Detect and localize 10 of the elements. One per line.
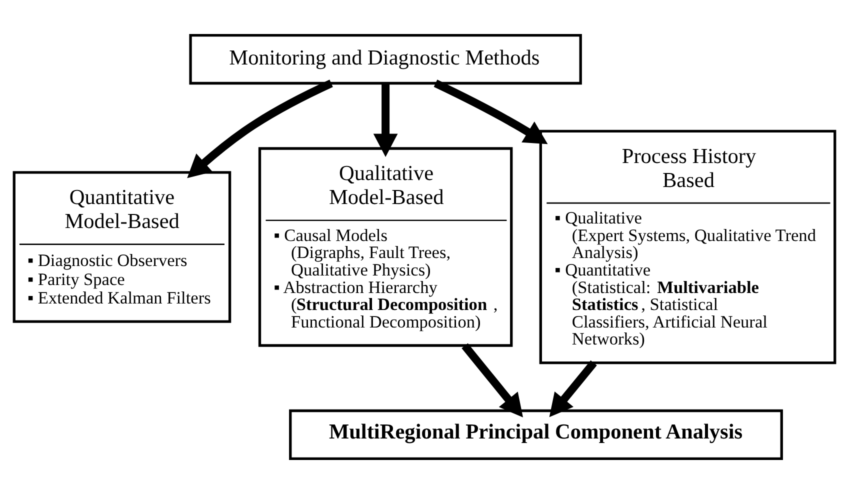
arrow bbox=[373, 83, 398, 157]
node-box: MultiRegional Principal Component Analysis bbox=[289, 409, 783, 460]
node-box: Quantitative Model-Based ▪ Diagnostic Observers ▪ Parity Space ▪ Extended Kalman Filters bbox=[12, 171, 232, 323]
node-box: Qualitative Model-Based ▪ Causal Models (Digraphs, Fault Trees, Qualitative Physics) ▪ Abstraction Hierarchy (Structural Decomposition, Functional Decomposition) bbox=[258, 147, 513, 347]
node-box: Process History Based ▪ Qualitative (Expert Systems, Qualitative Trend Analysis) ▪ Quantitative (Statistical: Multivariable Statistics, Statistical Classifiers, Artificial Neural Networks) bbox=[539, 130, 836, 364]
node-box: Monitoring and Diagnostic Methods bbox=[189, 34, 582, 85]
arrow bbox=[549, 360, 597, 418]
arrow bbox=[187, 80, 333, 178]
arrow bbox=[462, 343, 523, 418]
arrow bbox=[434, 80, 548, 144]
